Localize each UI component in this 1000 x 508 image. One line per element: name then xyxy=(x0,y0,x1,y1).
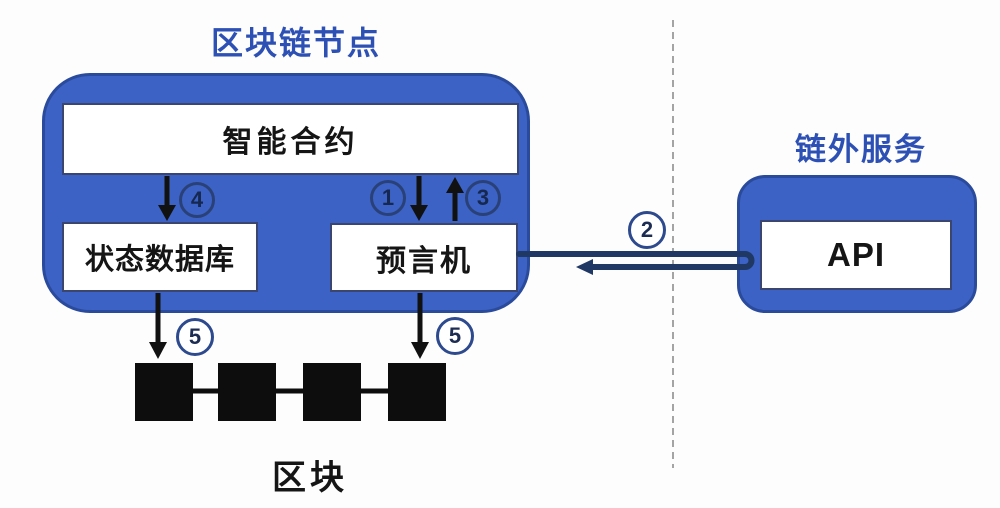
smart-contract-box: 智能合约 xyxy=(62,103,519,175)
step-2-badge: 2 xyxy=(628,211,666,249)
step-3-badge: 3 xyxy=(465,180,501,216)
block-square-2 xyxy=(218,363,276,421)
arrow-step2-api-to-oracle xyxy=(516,251,755,275)
step-5-left-badge: 5 xyxy=(176,318,214,356)
oracle-box: 预言机 xyxy=(330,223,518,292)
block-square-3 xyxy=(303,363,361,421)
offchain-service-title: 链外服务 xyxy=(795,132,927,167)
step-4-badge: 4 xyxy=(179,182,215,218)
state-database-box: 状态数据库 xyxy=(62,222,258,292)
block-square-4 xyxy=(388,363,446,421)
blocks-label: 区块 xyxy=(272,459,348,497)
blockchain-node-title: 区块链节点 xyxy=(210,25,381,61)
api-box: API xyxy=(760,220,952,290)
step-5-right-badge: 5 xyxy=(436,317,474,355)
step-1-badge: 1 xyxy=(370,180,406,216)
block-square-1 xyxy=(135,363,193,421)
